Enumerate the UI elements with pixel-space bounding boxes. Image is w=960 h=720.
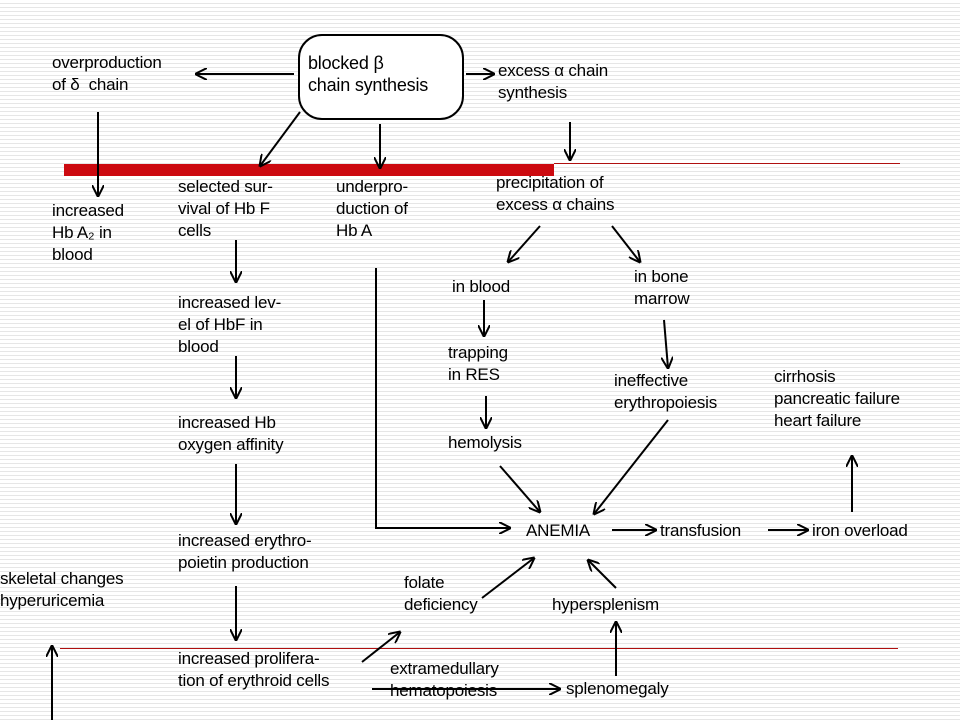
- in-bone-marrow-label: in bone marrow: [634, 267, 690, 308]
- erythropoietin-production-label: increased erythro- poietin production: [178, 531, 312, 572]
- hbf-level-label: increased lev- el of HbF in blood: [178, 293, 282, 356]
- folate-deficiency-label: folate deficiency: [404, 573, 478, 614]
- red-rule-top: [554, 163, 900, 164]
- delta-chain-overproduction-label: overproduction of δ chain: [52, 53, 162, 94]
- hypersplenism-label: hypersplenism: [552, 595, 660, 614]
- hemolysis-label: hemolysis: [448, 433, 522, 452]
- extramedullary-hematopoiesis-label: extramedullary hematopoiesis: [390, 659, 499, 700]
- hba2-increase-label: increased Hb A₂ in blood: [52, 201, 124, 264]
- blocked-beta-chain-label: blocked β chain synthesis: [308, 53, 429, 95]
- hb-oxygen-affinity-label: increased Hb oxygen affinity: [178, 413, 284, 454]
- red-rule-bottom: [60, 648, 898, 649]
- excess-alpha-synthesis-label: excess α chain synthesis: [498, 61, 609, 102]
- central-rounded-box: [298, 34, 464, 120]
- in-blood-label: in blood: [452, 277, 510, 296]
- organ-complications-label: cirrhosis pancreatic failure heart failu…: [774, 367, 900, 430]
- anemia-label: ANEMIA: [526, 521, 590, 540]
- transfusion-label: transfusion: [660, 521, 741, 540]
- splenomegaly-label: splenomegaly: [566, 679, 669, 698]
- skeletal-hyperuricemia-label: skeletal changes hyperuricemia: [0, 569, 124, 610]
- red-accent-bar: [64, 164, 554, 176]
- res-trapping-label: trapping in RES: [448, 343, 508, 384]
- alpha-precipitation-label: precipitation of excess α chains: [496, 173, 615, 214]
- hba-underproduction-label: underpro- duction of Hb A: [336, 177, 408, 240]
- iron-overload-label: iron overload: [812, 521, 908, 540]
- erythroid-proliferation-label: increased prolifera- tion of erythroid c…: [178, 649, 330, 690]
- ineffective-erythropoiesis-label: ineffective erythropoiesis: [614, 371, 718, 412]
- hbf-survival-label: selected sur- vival of Hb F cells: [178, 177, 273, 240]
